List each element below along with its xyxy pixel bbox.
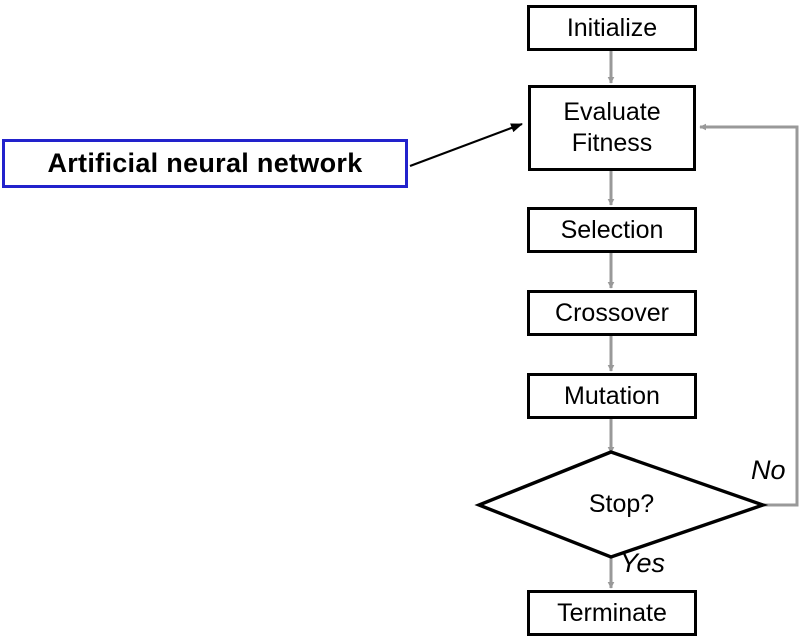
node-terminate-label: Terminate <box>557 598 667 627</box>
node-evaluate-fitness[interactable]: Evaluate Fitness <box>528 85 696 171</box>
node-evaluate-fitness-label-line2: Fitness <box>571 129 653 157</box>
node-mutation[interactable]: Mutation <box>527 373 697 419</box>
node-stop-label: Stop? <box>588 490 655 518</box>
edge-ann-to-evaluate <box>409 122 523 168</box>
edge-label-no: No <box>751 455 786 486</box>
node-initialize[interactable]: Initialize <box>527 5 697 51</box>
node-mutation-label: Mutation <box>564 381 660 410</box>
node-artificial-neural-network-label: Artificial neural network <box>47 148 363 178</box>
edge-label-no-text: No <box>751 455 786 485</box>
node-initialize-label: Initialize <box>566 13 658 42</box>
node-crossover[interactable]: Crossover <box>527 290 697 336</box>
node-artificial-neural-network[interactable]: Artificial neural network <box>2 139 408 188</box>
edge-label-yes: Yes <box>620 548 665 579</box>
edge-stop-no-loopback <box>699 123 799 507</box>
node-selection-label: Selection <box>560 215 664 244</box>
node-evaluate-fitness-label-line1: Evaluate <box>563 97 661 126</box>
node-stop-decision[interactable]: Stop? <box>479 452 764 557</box>
node-terminate[interactable]: Terminate <box>527 590 697 636</box>
node-selection[interactable]: Selection <box>527 207 697 253</box>
edge-label-yes-text: Yes <box>620 548 666 578</box>
node-crossover-label: Crossover <box>555 298 669 327</box>
